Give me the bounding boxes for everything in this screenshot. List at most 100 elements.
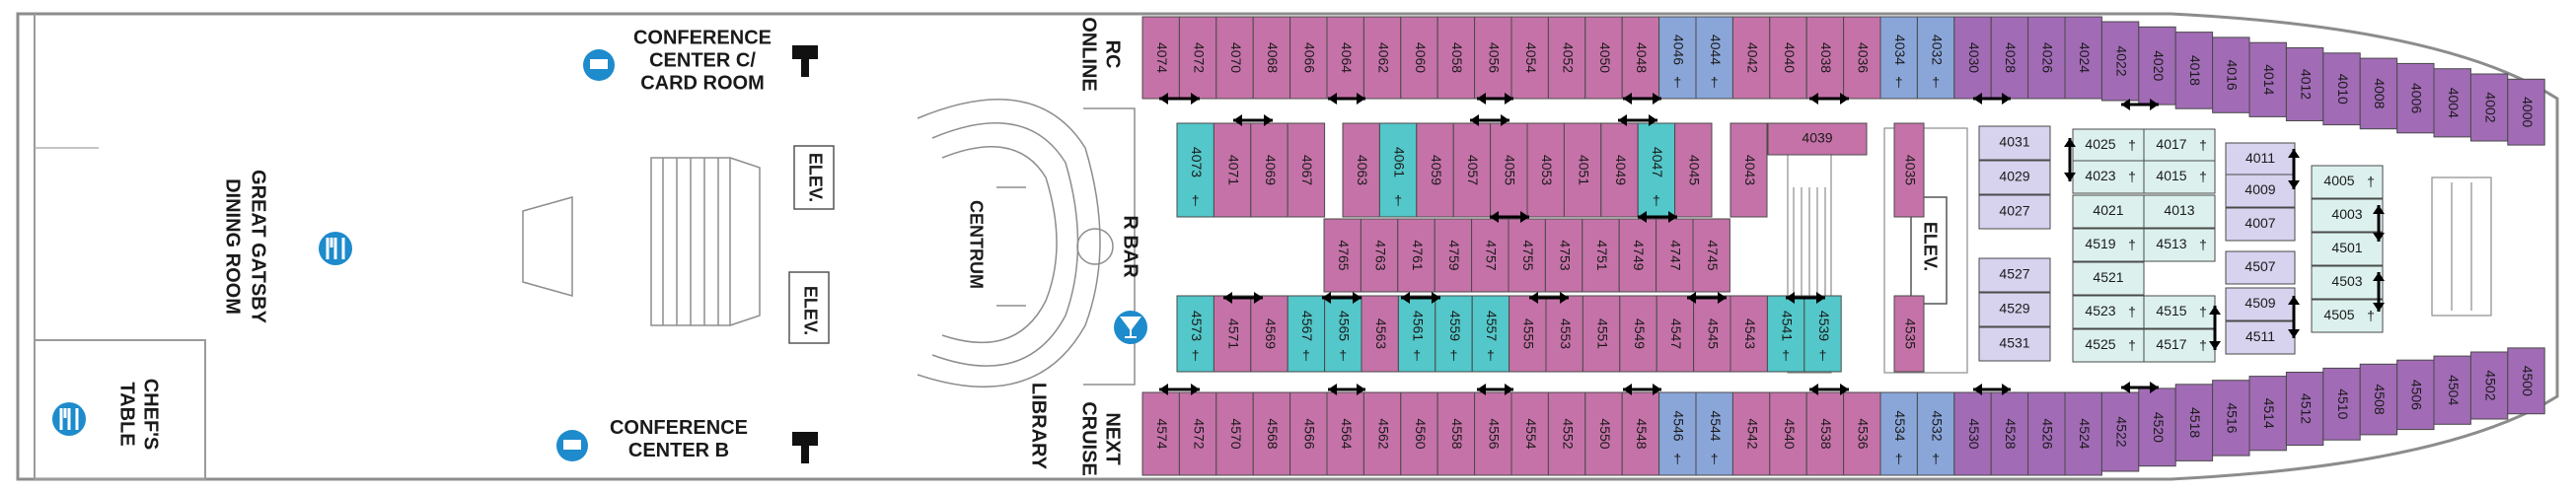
cabin-bottom-row[interactable]: 4568 bbox=[1252, 391, 1291, 476]
cabin-top-row[interactable]: 4046† bbox=[1658, 16, 1697, 100]
cabin-inner-upper[interactable]: 4049 bbox=[1600, 122, 1639, 218]
cabin-inner-upper[interactable]: 4071 bbox=[1213, 122, 1252, 218]
cabin-inner-lower[interactable]: 4543 bbox=[1730, 295, 1768, 373]
cabin-inner-lower[interactable]: 4571 bbox=[1213, 295, 1252, 373]
cabin-inner-lower[interactable]: 4549 bbox=[1619, 295, 1657, 373]
cabin-inner-mid[interactable]: 4755 bbox=[1508, 218, 1546, 293]
cabin-top-row[interactable]: 4066 bbox=[1289, 16, 1328, 100]
cabin-bottom-row[interactable]: 4526 bbox=[2027, 391, 2066, 476]
cabin-inner-upper[interactable]: 4067 bbox=[1287, 122, 1326, 218]
cabin-top-row[interactable]: 4018 bbox=[2174, 32, 2214, 109]
cabin-bottom-row[interactable]: 4552 bbox=[1547, 391, 1586, 476]
cabin-top-row[interactable]: 4048 bbox=[1621, 16, 1660, 100]
cabin-inner-upper[interactable]: 4063 bbox=[1342, 122, 1380, 218]
cabin-top-row[interactable]: 4002 bbox=[2469, 73, 2509, 142]
interior-cabin[interactable]: 4029 bbox=[1978, 160, 2051, 195]
cabin-bottom-row[interactable]: 4508 bbox=[2359, 363, 2398, 436]
cabin-bottom-row[interactable]: 4538 bbox=[1805, 391, 1845, 476]
interior-cabin[interactable]: 4027 bbox=[1978, 194, 2051, 230]
cabin-top-row[interactable]: 4004 bbox=[2433, 68, 2471, 138]
cabin-bottom-row[interactable]: 4548 bbox=[1621, 391, 1660, 476]
cabin-inner-lower[interactable]: 4569 bbox=[1250, 295, 1288, 373]
cabin-bottom-row[interactable]: 4502 bbox=[2469, 351, 2509, 420]
cabin-bottom-row[interactable]: 4530 bbox=[1953, 391, 1992, 476]
cabin-top-row[interactable]: 4058 bbox=[1436, 16, 1476, 100]
cabin-bottom-row[interactable]: 4514 bbox=[2248, 376, 2287, 452]
cabin-bottom-row[interactable]: 4510 bbox=[2322, 367, 2361, 441]
cabin-top-row[interactable]: 4012 bbox=[2285, 47, 2324, 121]
cabin-bottom-row[interactable]: 4554 bbox=[1510, 391, 1549, 476]
cabin-bottom-row[interactable]: 4532† bbox=[1916, 391, 1955, 476]
cabin-top-row[interactable]: 4062 bbox=[1362, 16, 1402, 100]
cabin-bottom-row[interactable]: 4516 bbox=[2212, 380, 2250, 457]
cabin-top-row[interactable]: 4034† bbox=[1879, 16, 1918, 100]
cabin-inner-lower[interactable]: 4551 bbox=[1582, 295, 1621, 373]
cabin-inner-mid[interactable]: 4761 bbox=[1397, 218, 1435, 293]
cabin-top-row[interactable]: 4016 bbox=[2212, 36, 2250, 113]
cabin-top-row[interactable]: 4014 bbox=[2248, 41, 2287, 117]
cabin-inner-upper[interactable]: 4039 bbox=[1767, 122, 1868, 156]
cabin-inner-lower[interactable]: 4567† bbox=[1287, 295, 1326, 373]
cabin-inner-upper[interactable]: 4047† bbox=[1637, 122, 1676, 218]
cabin-bottom-row[interactable]: 4570 bbox=[1215, 391, 1254, 476]
cabin-bottom-row[interactable]: 4520 bbox=[2138, 387, 2176, 467]
cabin-top-row[interactable]: 4022 bbox=[2100, 21, 2140, 102]
cabin-bottom-row[interactable]: 4566 bbox=[1289, 391, 1328, 476]
cabin-bottom-row[interactable]: 4500 bbox=[2507, 347, 2545, 415]
cabin-inner-mid[interactable]: 4753 bbox=[1544, 218, 1583, 293]
cabin-bottom-row[interactable]: 4512 bbox=[2285, 372, 2324, 446]
cabin-inner-mid[interactable]: 4749 bbox=[1618, 218, 1657, 293]
cabin-top-row[interactable]: 4032† bbox=[1916, 16, 1955, 100]
interior-cabin[interactable]: 4519† bbox=[2072, 228, 2145, 262]
cabin-top-row[interactable]: 4074 bbox=[1141, 16, 1180, 100]
interior-cabin[interactable]: 4505† bbox=[2311, 299, 2384, 333]
interior-cabin[interactable]: 4529 bbox=[1978, 292, 2051, 327]
cabin-top-row[interactable]: 4050 bbox=[1584, 16, 1623, 100]
interior-cabin[interactable]: 4517† bbox=[2143, 328, 2216, 363]
cabin-inner-lower[interactable]: 4535 bbox=[1893, 295, 1925, 373]
cabin-top-row[interactable]: 4052 bbox=[1547, 16, 1586, 100]
cabin-bottom-row[interactable]: 4504 bbox=[2433, 355, 2471, 425]
cabin-inner-upper[interactable]: 4057 bbox=[1452, 122, 1492, 218]
cabin-inner-lower[interactable]: 4539† bbox=[1803, 295, 1842, 373]
cabin-top-row[interactable]: 4028 bbox=[1990, 16, 2029, 100]
cabin-bottom-row[interactable]: 4550 bbox=[1584, 391, 1623, 476]
interior-cabin[interactable]: 4527 bbox=[1978, 257, 2051, 293]
cabin-top-row[interactable]: 4068 bbox=[1252, 16, 1291, 100]
cabin-inner-lower[interactable]: 4559† bbox=[1435, 295, 1473, 373]
cabin-inner-upper[interactable]: 4045 bbox=[1674, 122, 1713, 218]
cabin-inner-upper[interactable]: 4035 bbox=[1893, 122, 1925, 218]
cabin-inner-lower[interactable]: 4553 bbox=[1545, 295, 1583, 373]
cabin-inner-lower[interactable]: 4563 bbox=[1361, 295, 1399, 373]
cabin-inner-mid[interactable]: 4745 bbox=[1692, 218, 1730, 293]
interior-cabin[interactable]: 4525† bbox=[2072, 328, 2145, 363]
cabin-top-row[interactable]: 4008 bbox=[2359, 57, 2398, 130]
cabin-bottom-row[interactable]: 4560 bbox=[1400, 391, 1438, 476]
cabin-inner-lower[interactable]: 4565† bbox=[1324, 295, 1362, 373]
cabin-top-row[interactable]: 4072 bbox=[1178, 16, 1217, 100]
cabin-bottom-row[interactable]: 4562 bbox=[1362, 391, 1402, 476]
cabin-inner-mid[interactable]: 4747 bbox=[1656, 218, 1694, 293]
cabin-inner-upper[interactable]: 4053 bbox=[1526, 122, 1565, 218]
cabin-top-row[interactable]: 4010 bbox=[2322, 52, 2361, 126]
cabin-inner-upper[interactable]: 4043 bbox=[1730, 122, 1768, 218]
cabin-top-row[interactable]: 4020 bbox=[2138, 26, 2176, 106]
cabin-bottom-row[interactable]: 4572 bbox=[1178, 391, 1217, 476]
cabin-inner-upper[interactable]: 4061† bbox=[1378, 122, 1418, 218]
interior-cabin[interactable]: 4511 bbox=[2225, 320, 2296, 355]
cabin-top-row[interactable]: 4024 bbox=[2064, 16, 2102, 100]
interior-cabin[interactable]: 4005† bbox=[2311, 165, 2384, 199]
cabin-bottom-row[interactable]: 4546† bbox=[1658, 391, 1697, 476]
cabin-inner-upper[interactable]: 4069 bbox=[1250, 122, 1288, 218]
cabin-inner-upper[interactable]: 4051 bbox=[1563, 122, 1602, 218]
cabin-inner-mid[interactable]: 4757 bbox=[1471, 218, 1509, 293]
cabin-top-row[interactable]: 4070 bbox=[1215, 16, 1254, 100]
cabin-top-row[interactable]: 4030 bbox=[1953, 16, 1992, 100]
interior-cabin[interactable]: 4509 bbox=[2225, 287, 2296, 321]
cabin-top-row[interactable]: 4054 bbox=[1510, 16, 1549, 100]
cabin-inner-upper[interactable]: 4073† bbox=[1176, 122, 1214, 218]
cabin-top-row[interactable]: 4026 bbox=[2027, 16, 2066, 100]
cabin-top-row[interactable]: 4056 bbox=[1474, 16, 1512, 100]
cabin-bottom-row[interactable]: 4574 bbox=[1141, 391, 1180, 476]
cabin-inner-lower[interactable]: 4557† bbox=[1471, 295, 1510, 373]
